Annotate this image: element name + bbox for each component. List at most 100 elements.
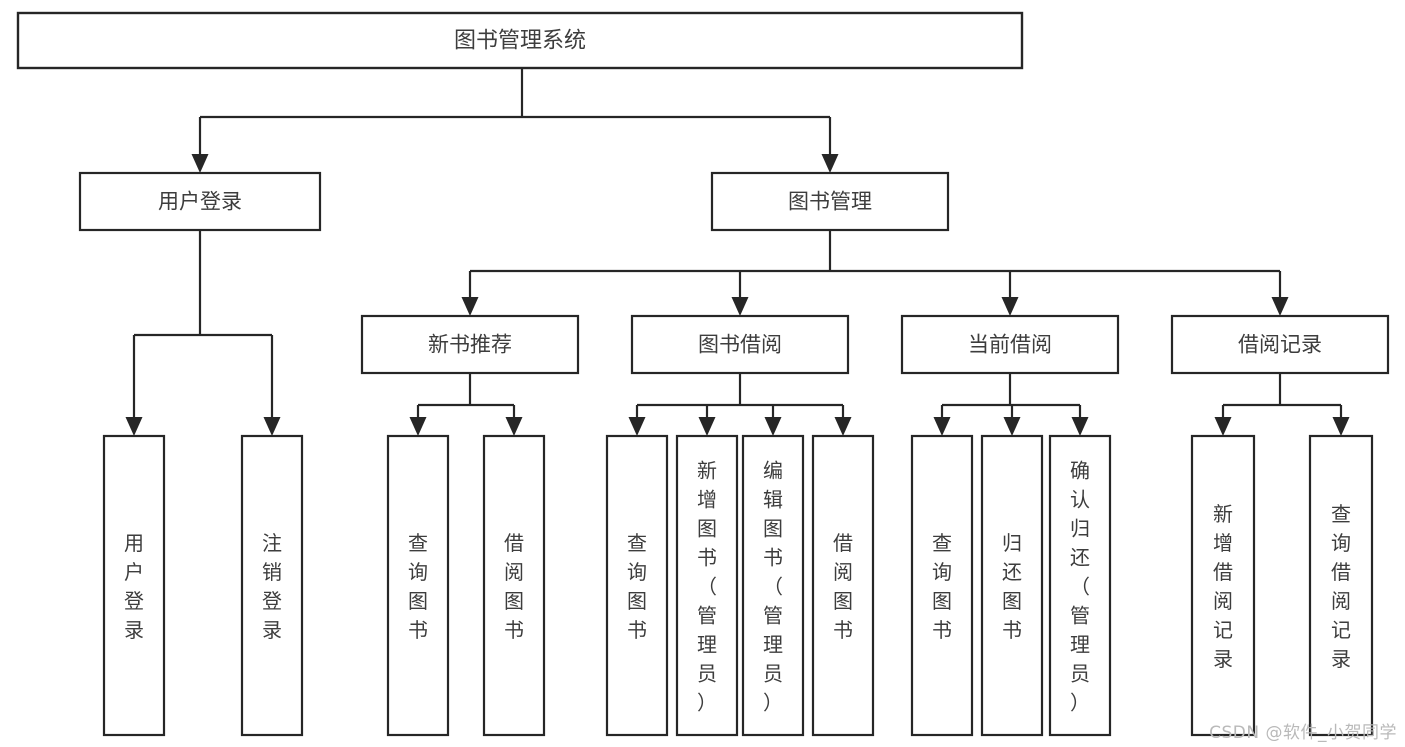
node-level2-0[interactable] bbox=[78, 171, 322, 232]
svg-text:）: ） bbox=[1070, 691, 1090, 715]
svg-text:注: 注 bbox=[262, 531, 282, 555]
node-level3-0[interactable] bbox=[360, 314, 580, 375]
node-leaf-0[interactable] bbox=[102, 434, 166, 737]
connector-group bbox=[409, 373, 523, 436]
svg-text:登: 登 bbox=[262, 589, 282, 613]
svg-text:新: 新 bbox=[697, 459, 717, 483]
node-leaf-5[interactable] bbox=[675, 434, 739, 737]
svg-text:阅: 阅 bbox=[1331, 589, 1351, 613]
svg-text:户: 户 bbox=[124, 560, 144, 584]
nodes-layer: 图书管理系统用户登录图书管理新书推荐图书借阅当前借阅借阅记录用户登录注销登录查询… bbox=[16, 11, 1390, 737]
edges-layer bbox=[125, 68, 1350, 436]
svg-text:查: 查 bbox=[627, 531, 647, 555]
svg-text:录: 录 bbox=[1331, 647, 1351, 671]
svg-text:录: 录 bbox=[262, 618, 282, 642]
svg-text:借: 借 bbox=[833, 531, 853, 555]
node-leaf-label-0: 用户登录 bbox=[124, 531, 144, 642]
svg-text:图: 图 bbox=[833, 589, 853, 613]
node-level2-1[interactable] bbox=[710, 171, 950, 232]
svg-text:管: 管 bbox=[763, 604, 783, 628]
svg-text:认: 认 bbox=[1070, 488, 1090, 512]
svg-text:理: 理 bbox=[1070, 633, 1090, 657]
svg-text:记: 记 bbox=[1213, 618, 1233, 642]
svg-text:用: 用 bbox=[124, 531, 144, 555]
svg-text:阅: 阅 bbox=[833, 560, 853, 584]
svg-text:增: 增 bbox=[1213, 531, 1233, 555]
svg-text:图: 图 bbox=[932, 589, 952, 613]
svg-text:员: 员 bbox=[697, 662, 717, 686]
node-leaf-7[interactable] bbox=[811, 434, 875, 737]
svg-text:记: 记 bbox=[1331, 618, 1351, 642]
svg-text:借: 借 bbox=[504, 531, 524, 555]
node-leaf-4[interactable] bbox=[605, 434, 669, 737]
node-leaf-12[interactable] bbox=[1308, 434, 1374, 737]
node-leaf-3[interactable] bbox=[482, 434, 546, 737]
node-level3-1[interactable] bbox=[630, 314, 850, 375]
connector-group bbox=[628, 373, 852, 436]
svg-text:）: ） bbox=[697, 691, 717, 715]
svg-text:询: 询 bbox=[932, 560, 952, 584]
node-leaf-9[interactable] bbox=[980, 434, 1044, 737]
svg-text:借: 借 bbox=[1213, 560, 1233, 584]
svg-text:借: 借 bbox=[1331, 560, 1351, 584]
svg-text:询: 询 bbox=[1331, 531, 1351, 555]
svg-text:理: 理 bbox=[697, 633, 717, 657]
svg-text:图: 图 bbox=[504, 589, 524, 613]
svg-text:登: 登 bbox=[124, 589, 144, 613]
node-level2-label-1: 图书管理 bbox=[788, 190, 872, 214]
svg-text:（: （ bbox=[763, 575, 783, 599]
svg-text:书: 书 bbox=[697, 546, 717, 570]
svg-text:书: 书 bbox=[833, 618, 853, 642]
svg-text:查: 查 bbox=[408, 531, 428, 555]
node-leaf-8[interactable] bbox=[910, 434, 974, 737]
svg-text:查: 查 bbox=[932, 531, 952, 555]
svg-text:归: 归 bbox=[1070, 517, 1090, 541]
svg-text:书: 书 bbox=[627, 618, 647, 642]
svg-text:）: ） bbox=[763, 691, 783, 715]
node-leaf-11[interactable] bbox=[1190, 434, 1256, 737]
connector-group bbox=[461, 230, 1289, 316]
node-root[interactable] bbox=[16, 11, 1024, 70]
svg-text:理: 理 bbox=[763, 633, 783, 657]
svg-text:阅: 阅 bbox=[504, 560, 524, 584]
svg-text:图: 图 bbox=[697, 517, 717, 541]
svg-text:询: 询 bbox=[408, 560, 428, 584]
node-level3-2[interactable] bbox=[900, 314, 1120, 375]
svg-text:编: 编 bbox=[763, 459, 783, 483]
node-level3-3[interactable] bbox=[1170, 314, 1390, 375]
node-level3-label-1: 图书借阅 bbox=[698, 333, 782, 357]
svg-text:录: 录 bbox=[124, 618, 144, 642]
svg-text:查: 查 bbox=[1331, 502, 1351, 526]
watermark-label: CSDN @软件_小贺同学 bbox=[1209, 723, 1397, 743]
node-leaf-1[interactable] bbox=[240, 434, 304, 737]
connector-group bbox=[191, 68, 839, 173]
svg-text:增: 增 bbox=[697, 488, 717, 512]
svg-text:新: 新 bbox=[1213, 502, 1233, 526]
svg-text:图: 图 bbox=[627, 589, 647, 613]
node-leaf-10[interactable] bbox=[1048, 434, 1112, 737]
svg-text:还: 还 bbox=[1002, 560, 1022, 584]
node-leaf-6[interactable] bbox=[741, 434, 805, 737]
node-leaf-2[interactable] bbox=[386, 434, 450, 737]
svg-text:管: 管 bbox=[1070, 604, 1090, 628]
node-level3-label-0: 新书推荐 bbox=[428, 333, 512, 357]
svg-text:书: 书 bbox=[1002, 618, 1022, 642]
node-level3-label-3: 借阅记录 bbox=[1238, 333, 1322, 357]
svg-text:图: 图 bbox=[763, 517, 783, 541]
svg-text:录: 录 bbox=[1213, 647, 1233, 671]
svg-text:管: 管 bbox=[697, 604, 717, 628]
svg-text:书: 书 bbox=[408, 618, 428, 642]
svg-text:归: 归 bbox=[1002, 531, 1022, 555]
svg-text:（: （ bbox=[1070, 575, 1090, 599]
connector-group bbox=[1214, 373, 1350, 436]
